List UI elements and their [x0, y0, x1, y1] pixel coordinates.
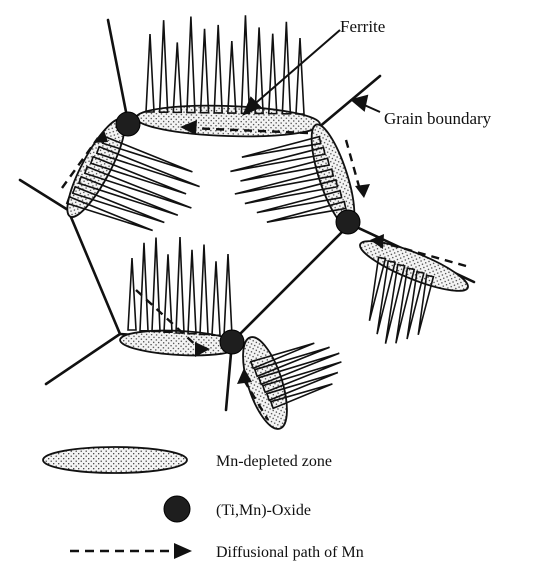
legend-zone-label: Mn-depleted zone	[216, 453, 332, 470]
ferrite-lath	[173, 42, 181, 112]
ferrite-lath	[224, 254, 232, 336]
ferrite-lath	[128, 258, 136, 330]
legend-zone-swatch	[43, 447, 187, 473]
legend-oxide-label: (Ti,Mn)-Oxide	[216, 502, 311, 519]
label-leaders	[244, 30, 380, 114]
arrowhead	[355, 184, 370, 198]
ferrite-label: Ferrite	[340, 17, 385, 36]
grain-boundary-label: Grain boundary	[384, 109, 492, 128]
oxide-particle	[336, 210, 360, 234]
ferrite-lath	[152, 238, 160, 332]
ferrite-lath	[160, 20, 168, 112]
ferrite-leader	[250, 30, 340, 108]
ferrite-lath	[140, 243, 148, 331]
ferrite-lath	[188, 250, 196, 334]
ferrite-lath	[242, 137, 321, 158]
ferrite-lath	[214, 25, 222, 113]
ferrite-lath	[269, 34, 277, 114]
legend-oxide-swatch	[164, 496, 190, 522]
legend-path-arrowhead	[174, 543, 192, 559]
ferrite-lath	[296, 38, 304, 114]
legend-path-label: Diffusional path of Mn	[216, 544, 364, 561]
ferrite-lath	[407, 272, 424, 339]
ferrite-lath	[187, 17, 195, 113]
ferrite-lath	[176, 237, 184, 333]
ferrite-lath	[241, 15, 249, 113]
ferrite-lath	[212, 261, 220, 335]
ferrite-lath	[201, 29, 209, 113]
oxide-particle	[220, 330, 244, 354]
ferrite-lath	[228, 41, 236, 113]
ferrite-lath	[200, 245, 208, 335]
ferrite-lath	[146, 34, 154, 112]
legend: Mn-depleted zone (Ti,Mn)-Oxide Diffusion…	[43, 447, 364, 561]
oxide-particle	[116, 112, 140, 136]
ferrite-lath	[282, 22, 290, 114]
